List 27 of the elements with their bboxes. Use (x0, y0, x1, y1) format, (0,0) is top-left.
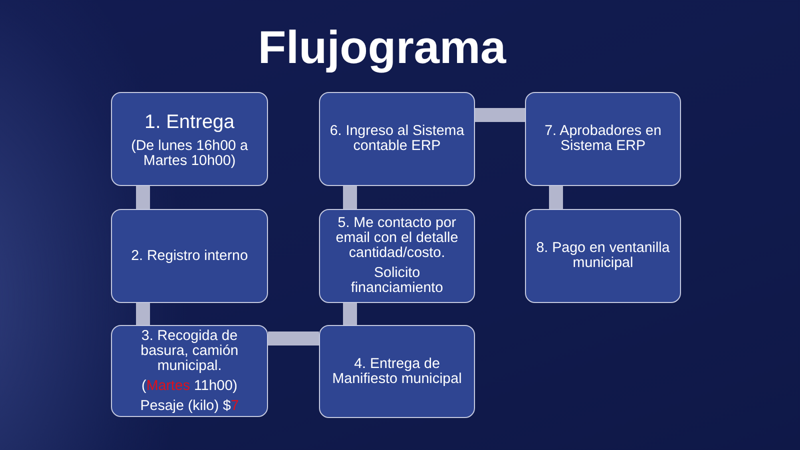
connector-bar (343, 303, 357, 325)
connector-bar (268, 332, 319, 346)
connector-bar (136, 186, 150, 209)
step-text: Solicito financiamiento (350, 266, 444, 296)
process-box (319, 92, 475, 186)
step-text: (Martes 11h00) (142, 378, 238, 394)
process-box (319, 325, 475, 418)
process-box (525, 209, 681, 303)
connector-bar (136, 303, 150, 325)
step-text: (De lunes 16h00 a Martes 10h00) (130, 138, 249, 168)
step-text: 7. Aprobadores en Sistema ERP (544, 124, 662, 154)
step-text: 6. Ingreso al Sistema contable ERP (329, 124, 465, 154)
connector-bar (343, 186, 357, 209)
process-box (319, 209, 475, 303)
title: Flujograma (257, 20, 508, 74)
step-text: Pesaje (kilo) $7 (140, 398, 239, 414)
step-text: 2. Registro interno (131, 248, 248, 264)
step-text: 3. Recogida de basura, camión municipal. (140, 328, 240, 374)
process-box (525, 92, 681, 186)
step-heading: 1. Entrega (144, 110, 234, 134)
process-box (111, 325, 268, 417)
process-box (111, 92, 268, 186)
process-box (111, 209, 268, 303)
connector-bar (475, 108, 525, 122)
step-text: 8. Pago en ventanilla municipal (535, 241, 671, 271)
step-text: 5. Me contacto por email con el detalle cantidad/costo. (334, 216, 460, 261)
step-text: 4. Entrega de Manifiesto municipal (331, 356, 463, 386)
